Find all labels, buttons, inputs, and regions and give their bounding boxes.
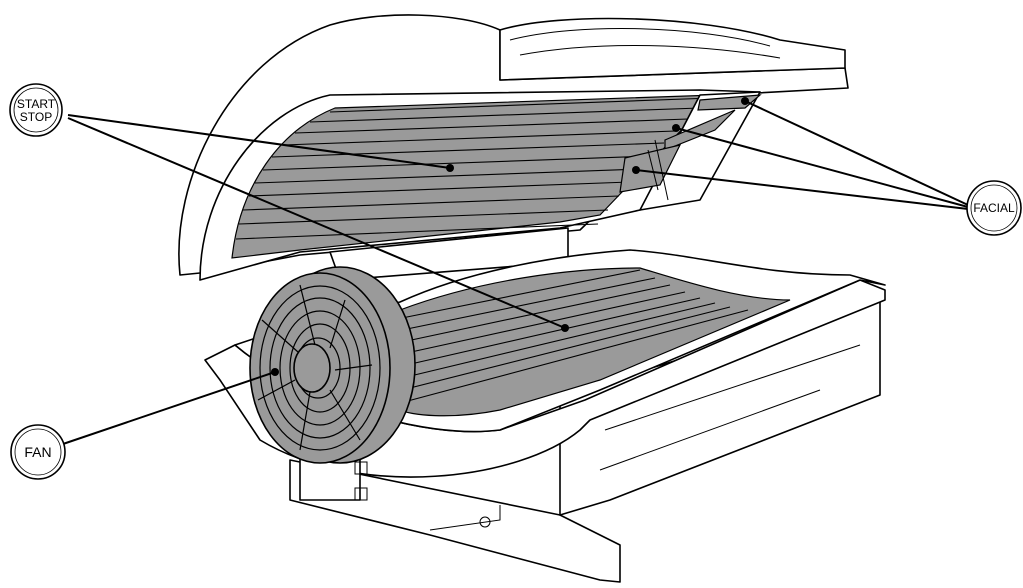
start-stop-callout: START STOP — [9, 83, 63, 137]
facial-panel-1 — [664, 109, 736, 151]
canopy-lamps — [235, 97, 713, 240]
leader-lines — [59, 100, 969, 446]
fan-label: FAN — [24, 444, 51, 460]
bench-lamp-panel — [399, 267, 791, 417]
start-label: START — [17, 97, 56, 111]
facial-panel-2 — [619, 144, 682, 193]
fan-hub — [293, 343, 331, 393]
facial-label: FACIAL — [973, 201, 1015, 215]
fan-callout: FAN — [10, 424, 66, 480]
fan-unit — [249, 266, 416, 464]
bench-lamps — [401, 269, 749, 403]
leader-dots — [271, 97, 749, 376]
facial-callout: FACIAL — [966, 180, 1022, 236]
stop-label: STOP — [20, 110, 52, 124]
